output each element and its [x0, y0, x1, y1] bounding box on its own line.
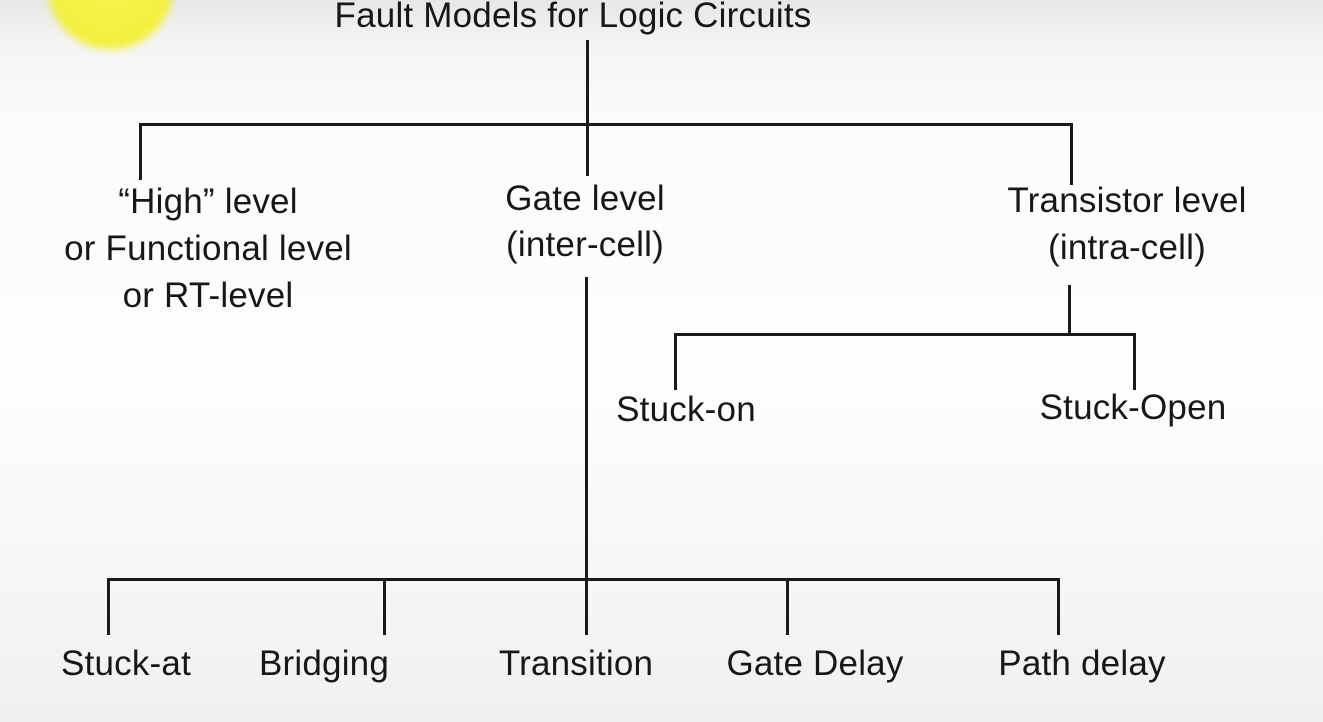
connector-root-stem — [586, 40, 589, 176]
node-stuck-on: Stuck-on — [616, 390, 756, 429]
connector-gate-stem — [585, 277, 588, 635]
connector-drop-transistor-level — [1070, 123, 1073, 185]
node-high-level-line3: or RT-level — [122, 276, 294, 315]
connector-level1-rail — [139, 123, 1073, 126]
connector-transistor-stem — [1068, 285, 1071, 336]
node-high-level-line1: “High” level — [118, 182, 298, 221]
connector-drop-bridging — [383, 578, 386, 635]
node-stuck-at: Stuck-at — [61, 644, 191, 683]
node-high-level-line2: or Functional level — [64, 229, 352, 268]
node-gate-level: Gate level (inter-cell) — [505, 176, 665, 268]
connector-drop-stuck-open — [1133, 333, 1136, 390]
connector-drop-stuck-at — [107, 578, 110, 635]
connector-level3-rail — [107, 578, 1060, 581]
node-gate-level-line1: Gate level — [505, 179, 665, 218]
node-transistor-level-line2: (intra-cell) — [1048, 228, 1206, 267]
node-gate-delay: Gate Delay — [726, 644, 904, 683]
node-path-delay: Path delay — [998, 644, 1166, 683]
node-transition: Transition — [498, 644, 654, 683]
connector-drop-stuck-on — [674, 333, 677, 390]
yellow-circle-decoration — [47, 0, 173, 49]
node-gate-level-line2: (inter-cell) — [506, 225, 664, 264]
diagram-title: Fault Models for Logic Circuits — [334, 0, 812, 35]
node-stuck-open: Stuck-Open — [1039, 388, 1227, 427]
connector-drop-gate-delay — [786, 578, 789, 635]
node-high-level: “High” level or Functional level or RT-l… — [64, 178, 352, 319]
connector-drop-path-delay — [1057, 578, 1060, 635]
node-transistor-level: Transistor level (intra-cell) — [1007, 177, 1246, 271]
connector-drop-high-level — [139, 123, 142, 180]
connector-level2-rail — [674, 333, 1136, 336]
node-bridging: Bridging — [258, 644, 390, 683]
node-transistor-level-line1: Transistor level — [1007, 181, 1247, 220]
